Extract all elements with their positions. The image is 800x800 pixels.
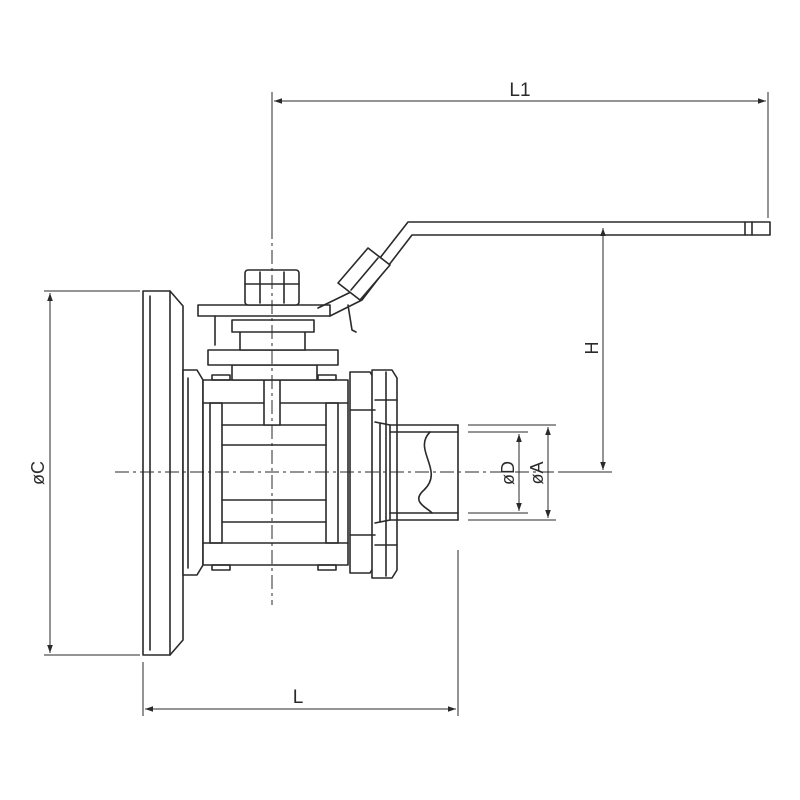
lock-tab	[347, 304, 357, 333]
pipe-break-line	[417, 431, 433, 514]
l1-label: L1	[509, 80, 530, 101]
flange-hub	[169, 290, 184, 656]
body-bolt-left	[209, 402, 223, 544]
stud-top-right	[317, 374, 337, 381]
stop-plate	[197, 304, 331, 317]
h-label: H	[582, 342, 602, 355]
mounting-pad	[207, 349, 339, 366]
gland-lower	[231, 364, 318, 381]
dimension-c: øC	[28, 290, 140, 656]
stud-top-left	[211, 374, 231, 381]
handle-grip-line	[350, 257, 379, 291]
flange-plate	[142, 290, 171, 656]
body-bolt-right	[325, 402, 339, 544]
a-label: øA	[527, 461, 547, 484]
c-label: øC	[28, 461, 48, 485]
washer	[231, 319, 315, 333]
stud-bottom-right	[317, 564, 337, 571]
d-label: øD	[498, 461, 518, 485]
dimension-d: øD	[468, 431, 528, 514]
dimension-a: øA	[468, 424, 556, 521]
dimension-l: L	[142, 550, 459, 716]
stud-bottom-left	[211, 564, 231, 571]
dimension-h: H	[560, 228, 612, 473]
valve-body-group	[142, 221, 771, 656]
right-nut-outer	[371, 369, 398, 579]
l-label: L	[293, 687, 304, 708]
dimension-l1: L1	[271, 80, 769, 228]
